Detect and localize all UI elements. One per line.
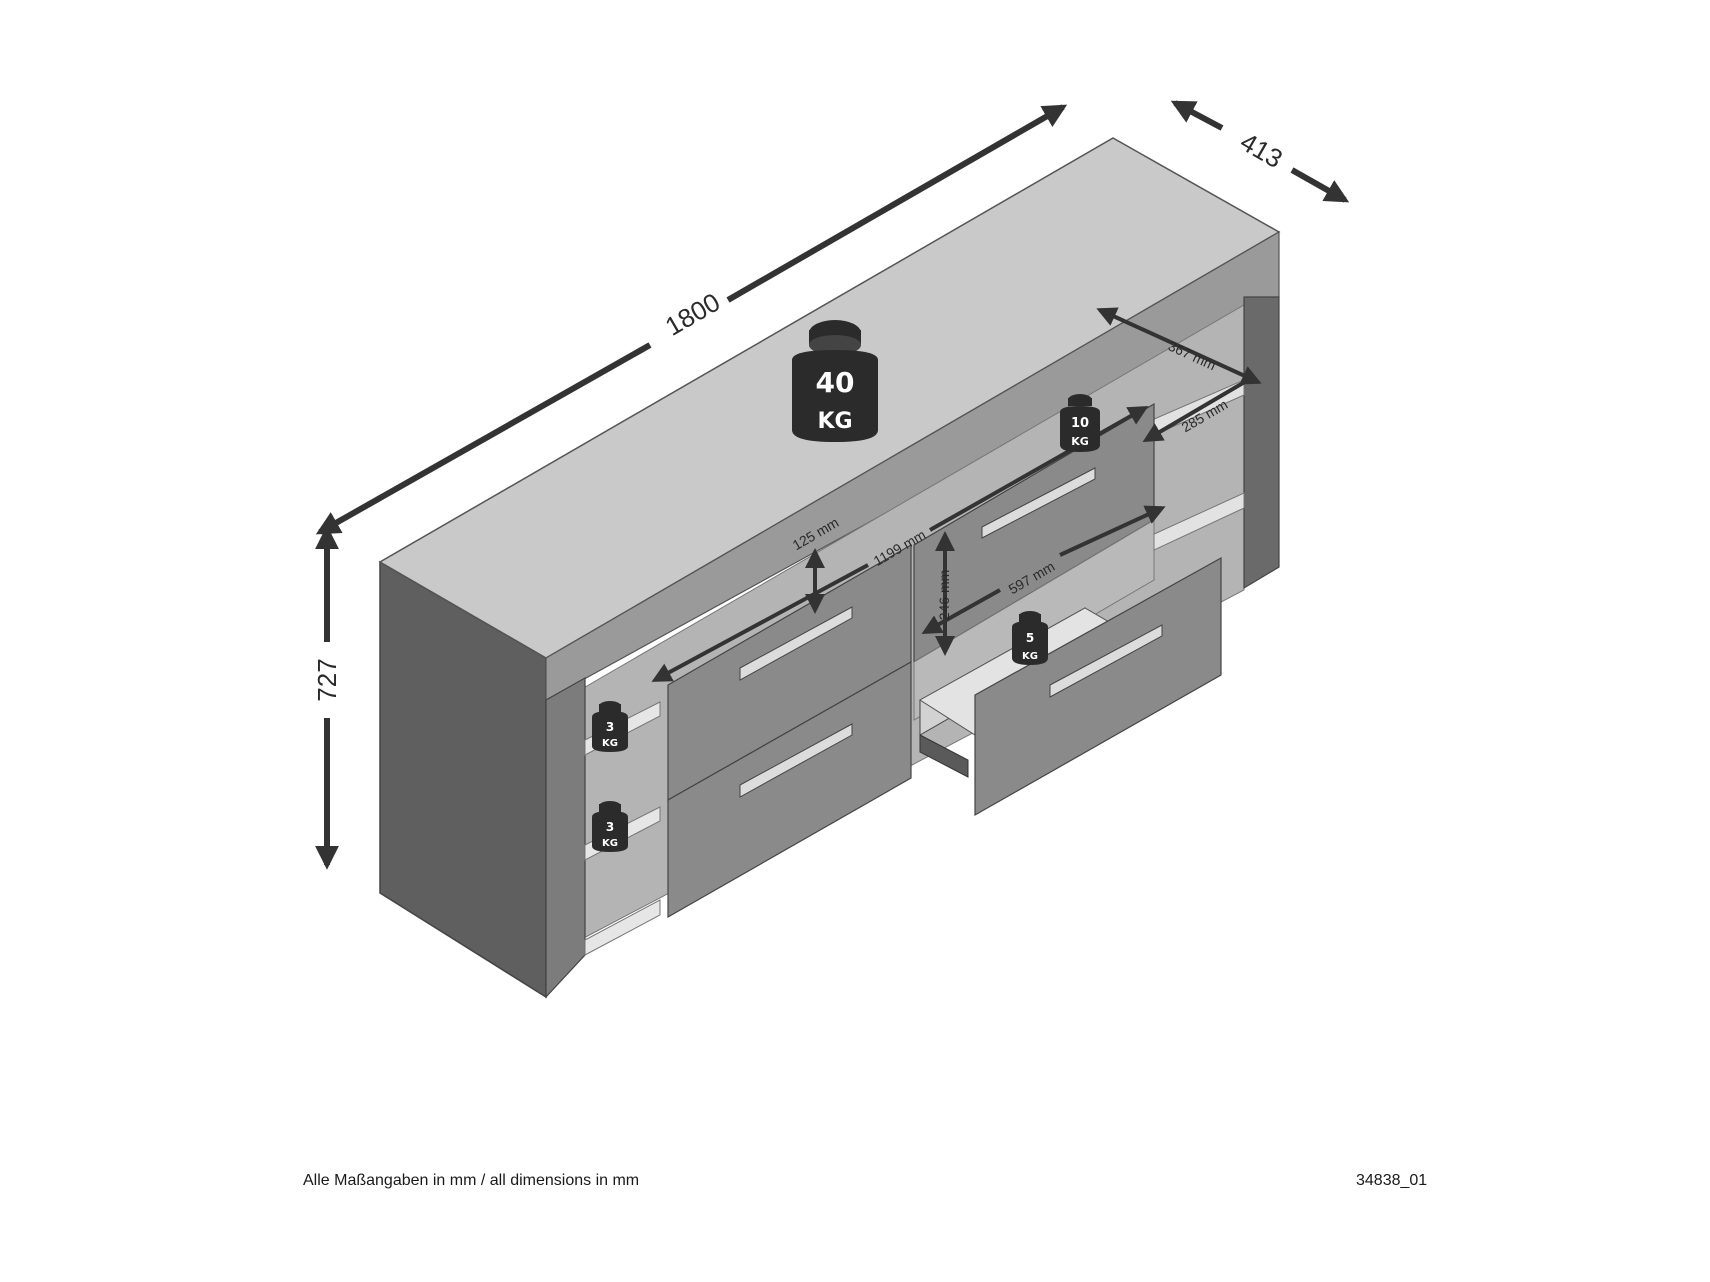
right-side-panel (1243, 296, 1280, 590)
open-drawer (919, 556, 1222, 817)
dimensions-note: Alle Maßangaben in mm / all dimensions i… (303, 1172, 640, 1189)
width-arrow-left (315, 342, 652, 535)
weight-top-unit: KG (817, 409, 852, 434)
weight-icon-top: 40 KG (792, 320, 878, 442)
inner-width-arrow-left (651, 563, 869, 682)
reference-number: 34838_01 (1356, 1172, 1428, 1189)
left-drawer-upper-handle (739, 606, 853, 681)
width-label: 1800 (660, 287, 725, 342)
weight-icon-compartment: 10 KG (1060, 394, 1100, 452)
weight-shelf-lower-unit: KG (602, 838, 618, 849)
left-compartment-bottom (584, 899, 661, 956)
weight-icon-shelf-lower: 3 KG (592, 801, 628, 852)
sideboard-body (378, 137, 1281, 999)
inner-depth-arrow (1096, 307, 1262, 385)
depth-arrow-top (1170, 100, 1224, 131)
drawer-height-label: 246 mm (936, 570, 952, 621)
inner-width-arrow-right (929, 406, 1149, 532)
height-label: 727 (312, 658, 342, 701)
left-drawer-lower-handle (739, 723, 853, 798)
weight-drawer-unit: KG (1022, 651, 1038, 662)
weight-icon-shelf-upper: 3 KG (592, 701, 628, 752)
weight-compartment-unit: KG (1071, 435, 1089, 448)
shelf-depth-arrow (1142, 378, 1250, 443)
open-drawer-runner (919, 734, 969, 778)
center-top-drawer-handle (981, 467, 1096, 539)
drawer-width-arrow-left (921, 588, 1001, 634)
weight-shelf-upper-unit: KG (602, 738, 618, 749)
drawer-width-arrow-right (1059, 505, 1166, 557)
weight-compartment-value: 10 (1071, 416, 1089, 431)
width-arrow-right (726, 104, 1068, 303)
depth-label: 413 (1235, 126, 1288, 174)
depth-arrow-bottom (1290, 167, 1350, 203)
weight-top-value: 40 (816, 366, 855, 399)
open-drawer-front (974, 556, 1222, 817)
left-front-pillar (545, 676, 586, 999)
weight-drawer-value: 5 (1026, 631, 1034, 645)
weight-shelf-lower-value: 3 (606, 820, 614, 834)
weight-shelf-upper-value: 3 (606, 720, 614, 734)
inner-dimension-arrows (651, 307, 1262, 682)
dimension-arrows (315, 100, 1350, 870)
open-drawer-handle (1049, 624, 1163, 698)
weight-icon-drawer: 5 KG (1012, 611, 1048, 665)
